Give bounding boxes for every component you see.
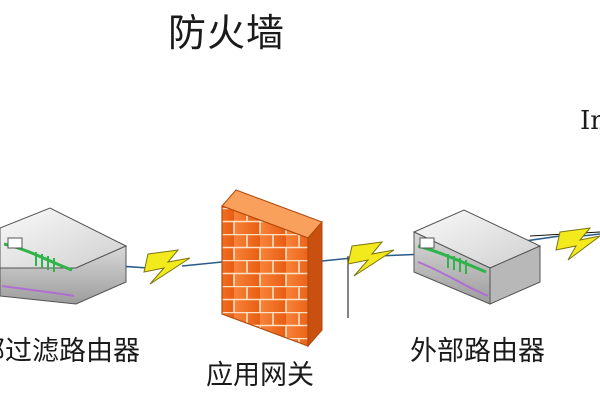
application-gateway-label: 应用网关 xyxy=(206,360,314,391)
router-icon xyxy=(0,207,128,305)
router-icon xyxy=(412,209,542,305)
external-router-label: 外部路由器 xyxy=(410,336,545,367)
lightning-bolt-icon xyxy=(143,249,191,285)
internal-router-label: 部过滤路由器 xyxy=(0,336,140,367)
lightning-bolt-icon xyxy=(347,241,395,277)
diagram-title: 防火墙 xyxy=(168,11,286,55)
firewall-brick-wall-icon xyxy=(221,189,323,348)
internet-label: In xyxy=(580,106,600,136)
lightning-bolt-icon xyxy=(555,227,600,261)
